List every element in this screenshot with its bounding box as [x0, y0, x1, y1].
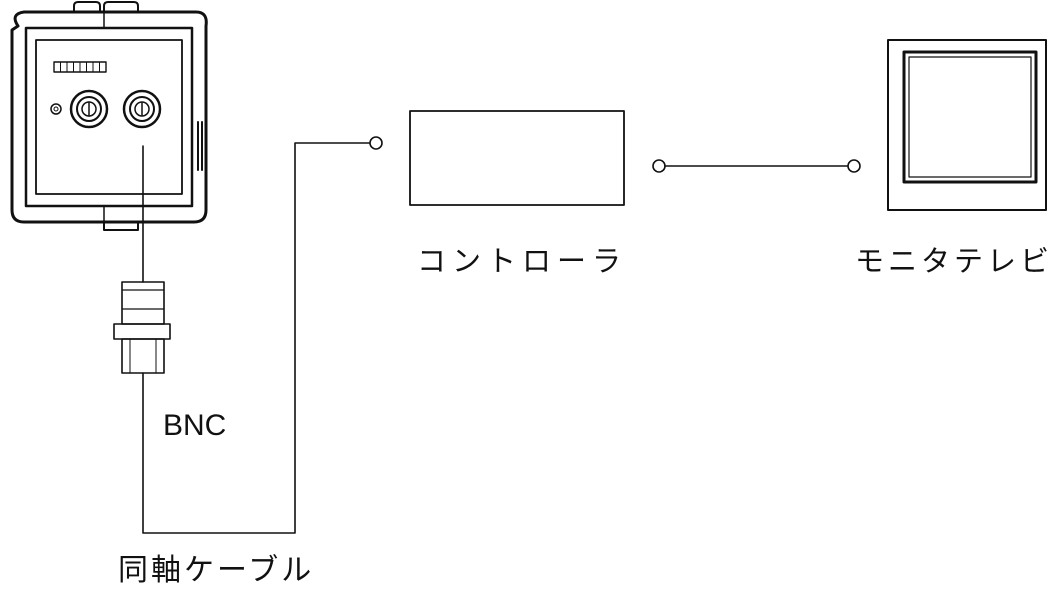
- coax-cable-line: [142, 142, 371, 534]
- monitor-icon: [887, 39, 1047, 211]
- indicator-icon: [50, 103, 62, 115]
- coax-cable-label: 同軸ケーブル: [118, 553, 315, 588]
- camera-icon: [10, 1, 208, 231]
- controller-output-terminal: [652, 159, 666, 173]
- monitor-tv-label: モニタテレビ: [855, 244, 1054, 278]
- controller-input-terminal: [369, 136, 383, 150]
- power-connector-icon: [69, 89, 109, 129]
- controller-box: [409, 110, 625, 206]
- bnc-connector-icon: [113, 281, 171, 374]
- video-out-connector-icon: [122, 89, 162, 129]
- monitor-input-terminal: [847, 159, 861, 173]
- bnc-label: BNC: [163, 409, 227, 442]
- controller-label: コントローラ: [417, 244, 628, 278]
- dip-switch: [53, 61, 107, 73]
